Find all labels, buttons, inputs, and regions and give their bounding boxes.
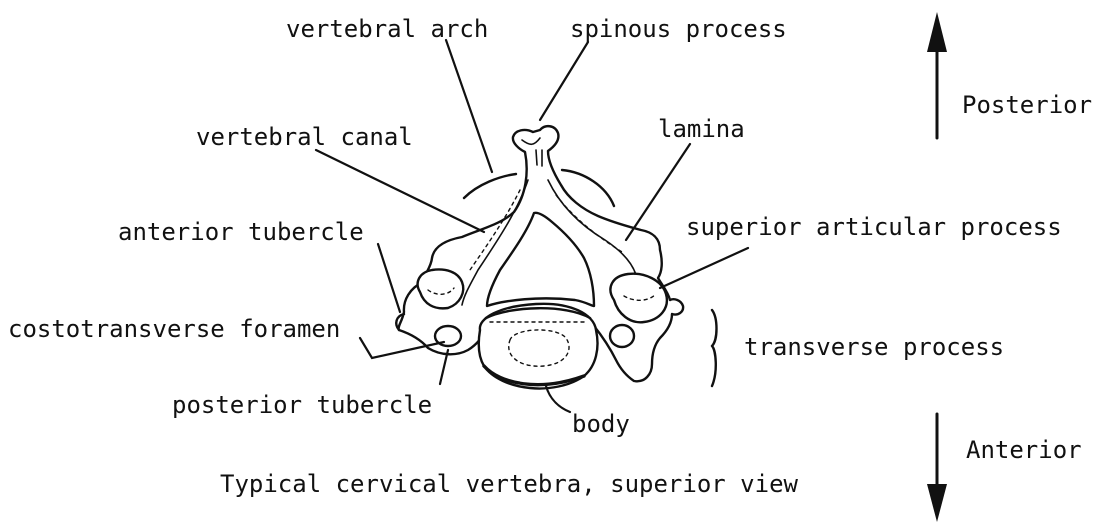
label-lamina: lamina xyxy=(658,115,745,143)
label-posterior: Posterior xyxy=(962,91,1092,119)
label-spinous-process: spinous process xyxy=(570,15,787,43)
anterior-arrow-icon xyxy=(927,484,947,522)
vertebra-illustration xyxy=(396,126,716,388)
right-costotransverse-foramen xyxy=(610,325,634,347)
label-superior-articular-process: superior articular process xyxy=(686,213,1062,241)
leader-superior-articular-process xyxy=(660,248,748,288)
label-vertebral-arch: vertebral arch xyxy=(286,15,488,43)
leader-posterior-tubercle xyxy=(440,350,448,384)
leader-anterior-tubercle xyxy=(378,244,400,312)
vertebral-arch-bracket-left xyxy=(464,174,516,198)
label-costotransverse-foramen: costotransverse foramen xyxy=(8,315,340,343)
caption: Typical cervical vertebra, superior view xyxy=(220,470,799,498)
label-anterior-tubercle: anterior tubercle xyxy=(118,218,364,246)
posterior-arrow-icon xyxy=(927,12,947,52)
label-transverse-process: transverse process xyxy=(744,333,1004,361)
transverse-process-brace xyxy=(712,310,717,386)
label-anterior: Anterior xyxy=(966,436,1082,464)
leader-lamina xyxy=(626,144,690,240)
orientation-indicator: Posterior Anterior xyxy=(927,12,1092,522)
label-posterior-tubercle: posterior tubercle xyxy=(172,391,432,419)
leader-vertebral-arch xyxy=(446,40,492,172)
label-body: body xyxy=(572,410,630,438)
label-vertebral-canal: vertebral canal xyxy=(196,123,413,151)
leader-spinous-process xyxy=(540,42,588,120)
leader-body xyxy=(546,386,570,412)
